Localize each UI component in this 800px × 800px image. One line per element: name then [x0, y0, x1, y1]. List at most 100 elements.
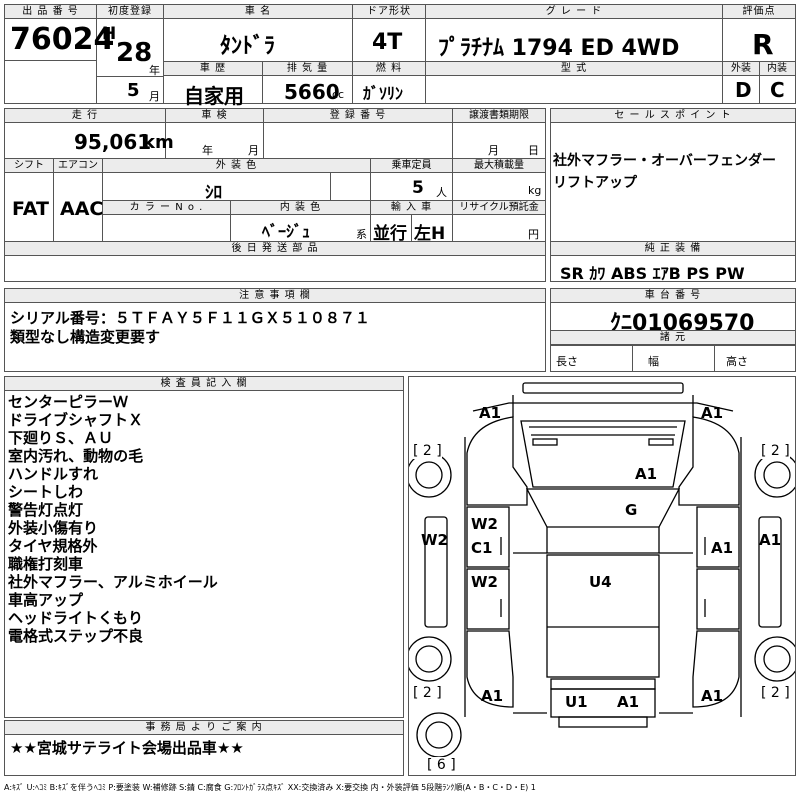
dims-label: 諸 元 [551, 331, 795, 345]
damage-mark-a1-hood: A1 [635, 465, 658, 483]
month-unit: 月 [149, 90, 160, 103]
fuel-value: ｶﾞｿﾘﾝ [363, 84, 404, 103]
color-no-label: カ ラ ー N o . [103, 201, 230, 215]
damage-mark-a1-rl: A1 [481, 687, 504, 705]
mileage-label: 走 行 [5, 109, 165, 123]
color-value: ｼﾛ [205, 183, 222, 203]
score-label: 評価点 [723, 5, 795, 19]
displacement-unit: cc [332, 88, 345, 101]
exterior-grade-value: D [735, 78, 752, 102]
interior-grade-value: C [770, 78, 785, 102]
inspector-note: ドライブシャフトＸ [8, 411, 144, 429]
aircon-label: エアコン [54, 159, 102, 173]
damage-mark-tire-fr: [ 2 ] [761, 443, 790, 459]
reg-no-label: 登 録 番 号 [264, 109, 452, 123]
history-value: 自家用 [184, 84, 244, 108]
inspector-note: 車高アップ [8, 591, 84, 609]
first-reg-label: 初度登録 [97, 5, 163, 19]
transfer-day: 日 [528, 144, 539, 157]
damage-mark-g-windshield: G [625, 501, 638, 519]
inspector-note: タイヤ規格外 [8, 537, 98, 555]
sales-point-label: セ ー ル ス ポ イ ン ト [551, 109, 795, 123]
color-label: 外 装 色 [103, 159, 370, 173]
length-label: 長さ [556, 355, 578, 368]
history-label: 車 歴 [164, 62, 262, 76]
era-value: H [102, 24, 117, 44]
interior-label: 内装 [759, 62, 795, 76]
sales-point-block [550, 108, 796, 282]
fuel-label: 燃 料 [353, 62, 425, 76]
inspector-note: 警告灯点灯 [8, 501, 84, 519]
shift-value: FAT [12, 198, 49, 220]
capacity-label: 乗車定員 [371, 159, 452, 173]
top-header-block [4, 4, 796, 104]
lot-no-value: 76024 [10, 22, 115, 57]
damage-mark-a1-tl: A1 [479, 404, 502, 422]
later-parts-label: 後 日 発 送 部 品 [5, 242, 545, 256]
year-value: 28 [116, 38, 153, 68]
damage-mark-w2-left-door: W2 [471, 515, 498, 533]
grade-value: ﾌﾟﾗﾁﾅﾑ 1794 ED 4WD [438, 36, 680, 61]
aircon-value: AAC [60, 198, 104, 220]
inspector-note: ハンドルすれ [8, 465, 99, 483]
max-load-unit: kg [528, 184, 542, 197]
chassis-label: 車 台 番 号 [551, 289, 795, 303]
office-block [4, 720, 404, 776]
damage-mark-w2-left-outer: W2 [421, 531, 448, 549]
int-color-label: 内 装 色 [231, 201, 370, 215]
damage-mark-a1-rr: A1 [701, 687, 724, 705]
notes-block [4, 288, 546, 372]
lot-no-label: 出 品 番 号 [5, 5, 96, 19]
inspector-block [4, 376, 404, 718]
inspector-note: 社外マフラー、アルミホイール [8, 573, 218, 591]
inspector-note: 外装小傷有り [8, 519, 99, 537]
inspector-note: ヘッドライトくもり [8, 609, 144, 627]
detail-block [4, 108, 546, 282]
width-label: 幅 [648, 355, 659, 368]
door-label: ドア形状 [353, 5, 425, 19]
int-color-value: ﾍﾞｰｼﾞｭ [262, 222, 311, 241]
month-value: 5 [127, 80, 140, 101]
height-label: 高さ [726, 355, 748, 368]
damage-mark-tire-rr: [ 2 ] [761, 685, 790, 701]
legend-text: A:ｷｽﾞ U:ﾍｺﾐ B:ｷｽﾞを伴うﾍｺﾐ P:要塗装 W:補修跡 S:錆 … [4, 783, 536, 792]
notes-label: 注 意 事 項 欄 [5, 289, 545, 303]
office-note: ★★宮城サテライト会場出品車★★ [10, 739, 244, 757]
mileage-unit: km [143, 132, 174, 153]
damage-mark-a1-rear: A1 [617, 693, 640, 711]
capacity-unit: 人 [436, 186, 447, 199]
inspector-note: 下廻りＳ、ＡＵ [8, 429, 114, 447]
notes-line-1: シリアル番号：５ＴＦＡＹ５Ｆ１１ＧＸ５１０８７１ [10, 309, 370, 327]
int-color-suffix: 系 [356, 228, 367, 241]
model-label: 型 式 [426, 62, 722, 76]
notes-line-2: 類型なし構造変更要す [10, 328, 161, 346]
import-b-value: 左H [414, 224, 446, 244]
inspector-note: センターピラーＷ [8, 393, 129, 411]
insp-month-unit: 月 [248, 144, 259, 157]
inspector-note: シートしわ [8, 483, 84, 501]
max-load-label: 最大積載量 [453, 159, 545, 173]
year-unit: 年 [149, 64, 160, 77]
car-diagram-svg [409, 382, 795, 758]
damage-mark-tire-fl: [ 2 ] [413, 443, 442, 459]
insp-year-unit: 年 [202, 144, 213, 157]
capacity-value: 5 [412, 178, 424, 198]
damage-mark-a1-right-outer: A1 [759, 531, 782, 549]
sales-point-1: 社外マフラー・オーバーフェンダー [553, 153, 777, 169]
damage-mark-tire-rl: [ 2 ] [413, 685, 442, 701]
recycle-unit: 円 [528, 228, 539, 241]
equipment-label: 純 正 装 備 [551, 242, 795, 256]
transfer-label: 譲渡書類期限 [453, 109, 545, 123]
damage-mark-u1-rear: U1 [565, 693, 588, 711]
damage-mark-w2-left-rear: W2 [471, 573, 498, 591]
exterior-label: 外装 [723, 62, 759, 76]
damage-mark-spare: [ 6 ] [427, 757, 456, 773]
office-label: 事 務 局 よ り ご 案 内 [5, 721, 403, 735]
damage-mark-a1-tr: A1 [701, 404, 724, 422]
inspection-label: 車 検 [166, 109, 263, 123]
recycle-label: リサイクル預託金 [453, 201, 545, 215]
car-name-label: 車 名 [164, 5, 352, 19]
transfer-month: 月 [488, 144, 499, 157]
